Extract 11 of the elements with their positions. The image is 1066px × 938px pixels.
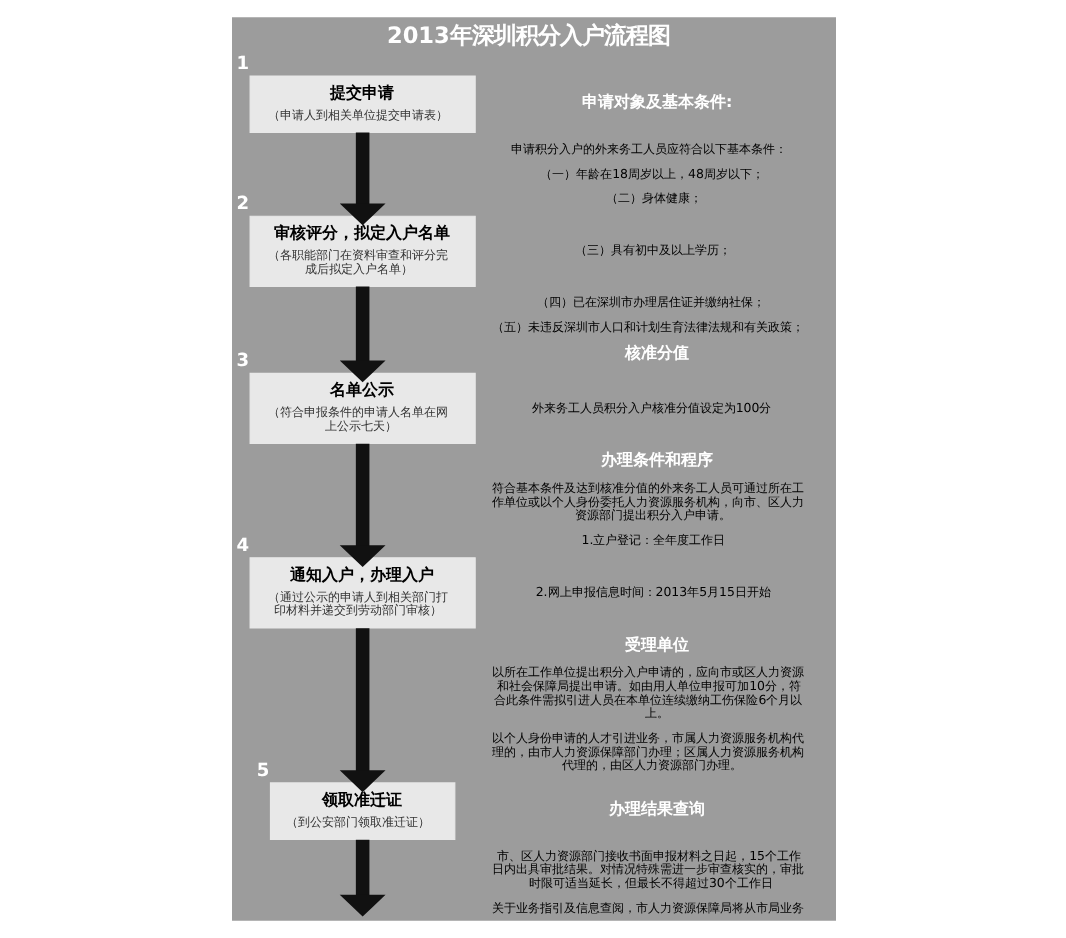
node-label: 1 bbox=[235, 54, 249, 75]
diagram-title: 2013年深圳积分入户流程图 bbox=[385, 23, 669, 50]
arrow bbox=[338, 443, 385, 567]
node-label: 4 bbox=[235, 536, 249, 557]
arrow bbox=[338, 839, 385, 917]
node-label: 5 bbox=[255, 761, 269, 782]
arrow bbox=[338, 132, 385, 226]
node-label: 2 bbox=[235, 195, 249, 216]
node-label: 3 bbox=[235, 352, 249, 373]
arrow bbox=[338, 286, 385, 383]
arrow bbox=[338, 628, 385, 793]
